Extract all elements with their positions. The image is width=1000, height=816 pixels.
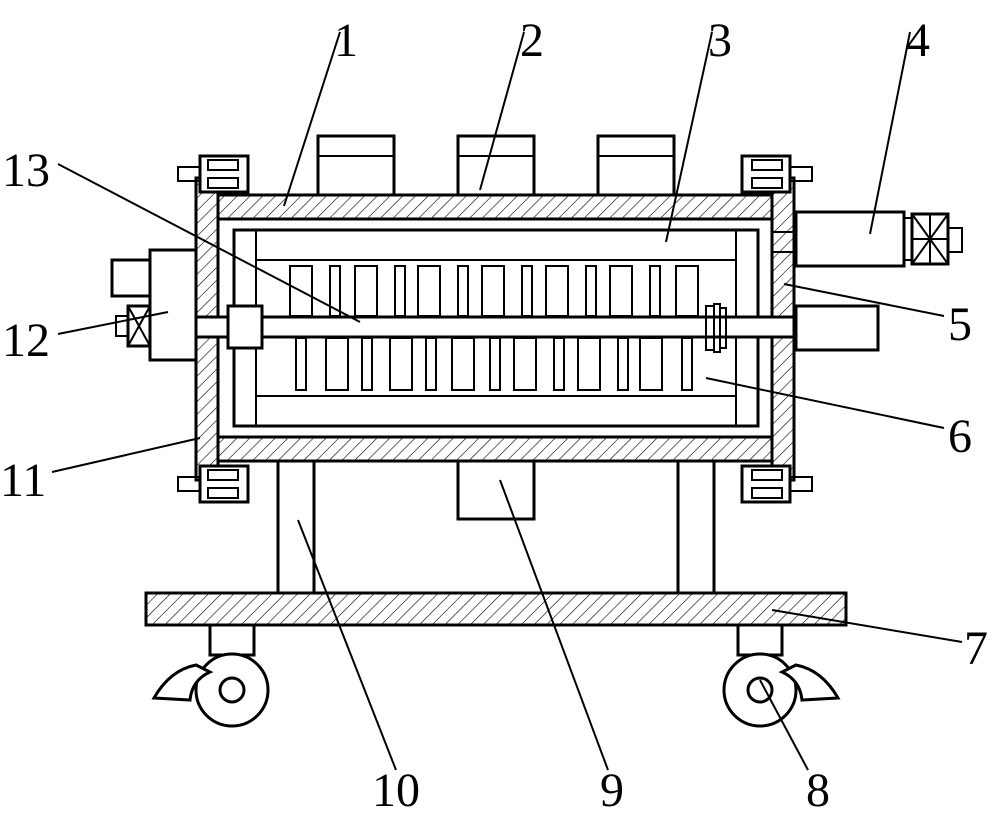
callout-1: 1 bbox=[334, 14, 358, 67]
callout-13: 13 bbox=[2, 144, 50, 197]
callout-11: 11 bbox=[0, 454, 46, 507]
callout-8: 8 bbox=[806, 764, 830, 816]
right-motor bbox=[771, 210, 963, 352]
base-plate bbox=[144, 591, 848, 627]
top-hoppers bbox=[316, 134, 676, 198]
callout-9: 9 bbox=[600, 764, 624, 816]
callout-2: 2 bbox=[520, 14, 544, 67]
caster-wheels bbox=[151, 623, 841, 728]
left-motor bbox=[110, 248, 198, 362]
callout-5: 5 bbox=[948, 298, 972, 351]
callout-10: 10 bbox=[372, 764, 420, 816]
support-legs bbox=[276, 459, 716, 595]
callout-12: 12 bbox=[2, 314, 50, 367]
lower-paddles bbox=[295, 337, 693, 391]
discharge-outlet bbox=[456, 459, 536, 521]
callout-labels: 1 2 3 4 5 6 7 8 9 10 11 12 13 bbox=[0, 14, 988, 816]
callout-6: 6 bbox=[948, 410, 972, 463]
leader-lines bbox=[51, 31, 963, 771]
callout-3: 3 bbox=[708, 14, 732, 67]
callout-7: 7 bbox=[964, 622, 988, 675]
callout-4: 4 bbox=[906, 14, 930, 67]
